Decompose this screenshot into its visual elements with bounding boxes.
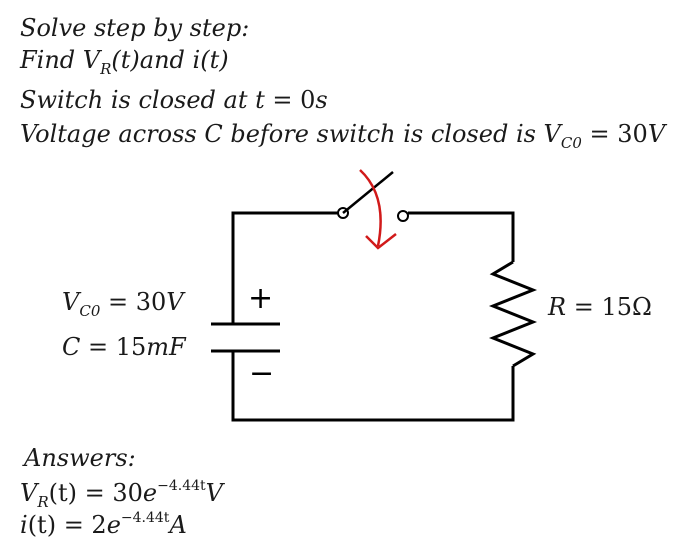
answers-heading: Answers: [24,444,136,472]
arrow-head-icon [365,233,397,250]
switch-blade [342,171,394,214]
capacitor-minus-sign: − [249,356,274,391]
instruction-text: Solve step by step: [20,14,250,42]
switch-closed-text: Switch is closed at t = 0s [20,86,328,114]
capacitor-initial-voltage-label: VC0 = 30V [62,288,184,320]
top-left-wire [231,211,338,324]
resistor-symbol [488,260,538,368]
top-right-wire [408,211,515,262]
switch-closing-arrow [359,169,382,247]
resistance-label: R = 15Ω [548,293,652,321]
find-text: Find VR(t)and i(t) [20,46,229,78]
switch-contact-right [397,210,409,222]
initial-voltage-text: Voltage across C before switch is closed… [20,120,666,152]
capacitor-plus-sign: + [248,281,273,316]
circuit-wires [231,211,538,422]
current-answer: i(t) = 2e−4.44tA [20,510,187,539]
bottom-wire [231,351,515,422]
vr-answer: VR(t) = 30e−4.44tV [20,478,223,511]
capacitance-label: C = 15mF [62,333,186,361]
